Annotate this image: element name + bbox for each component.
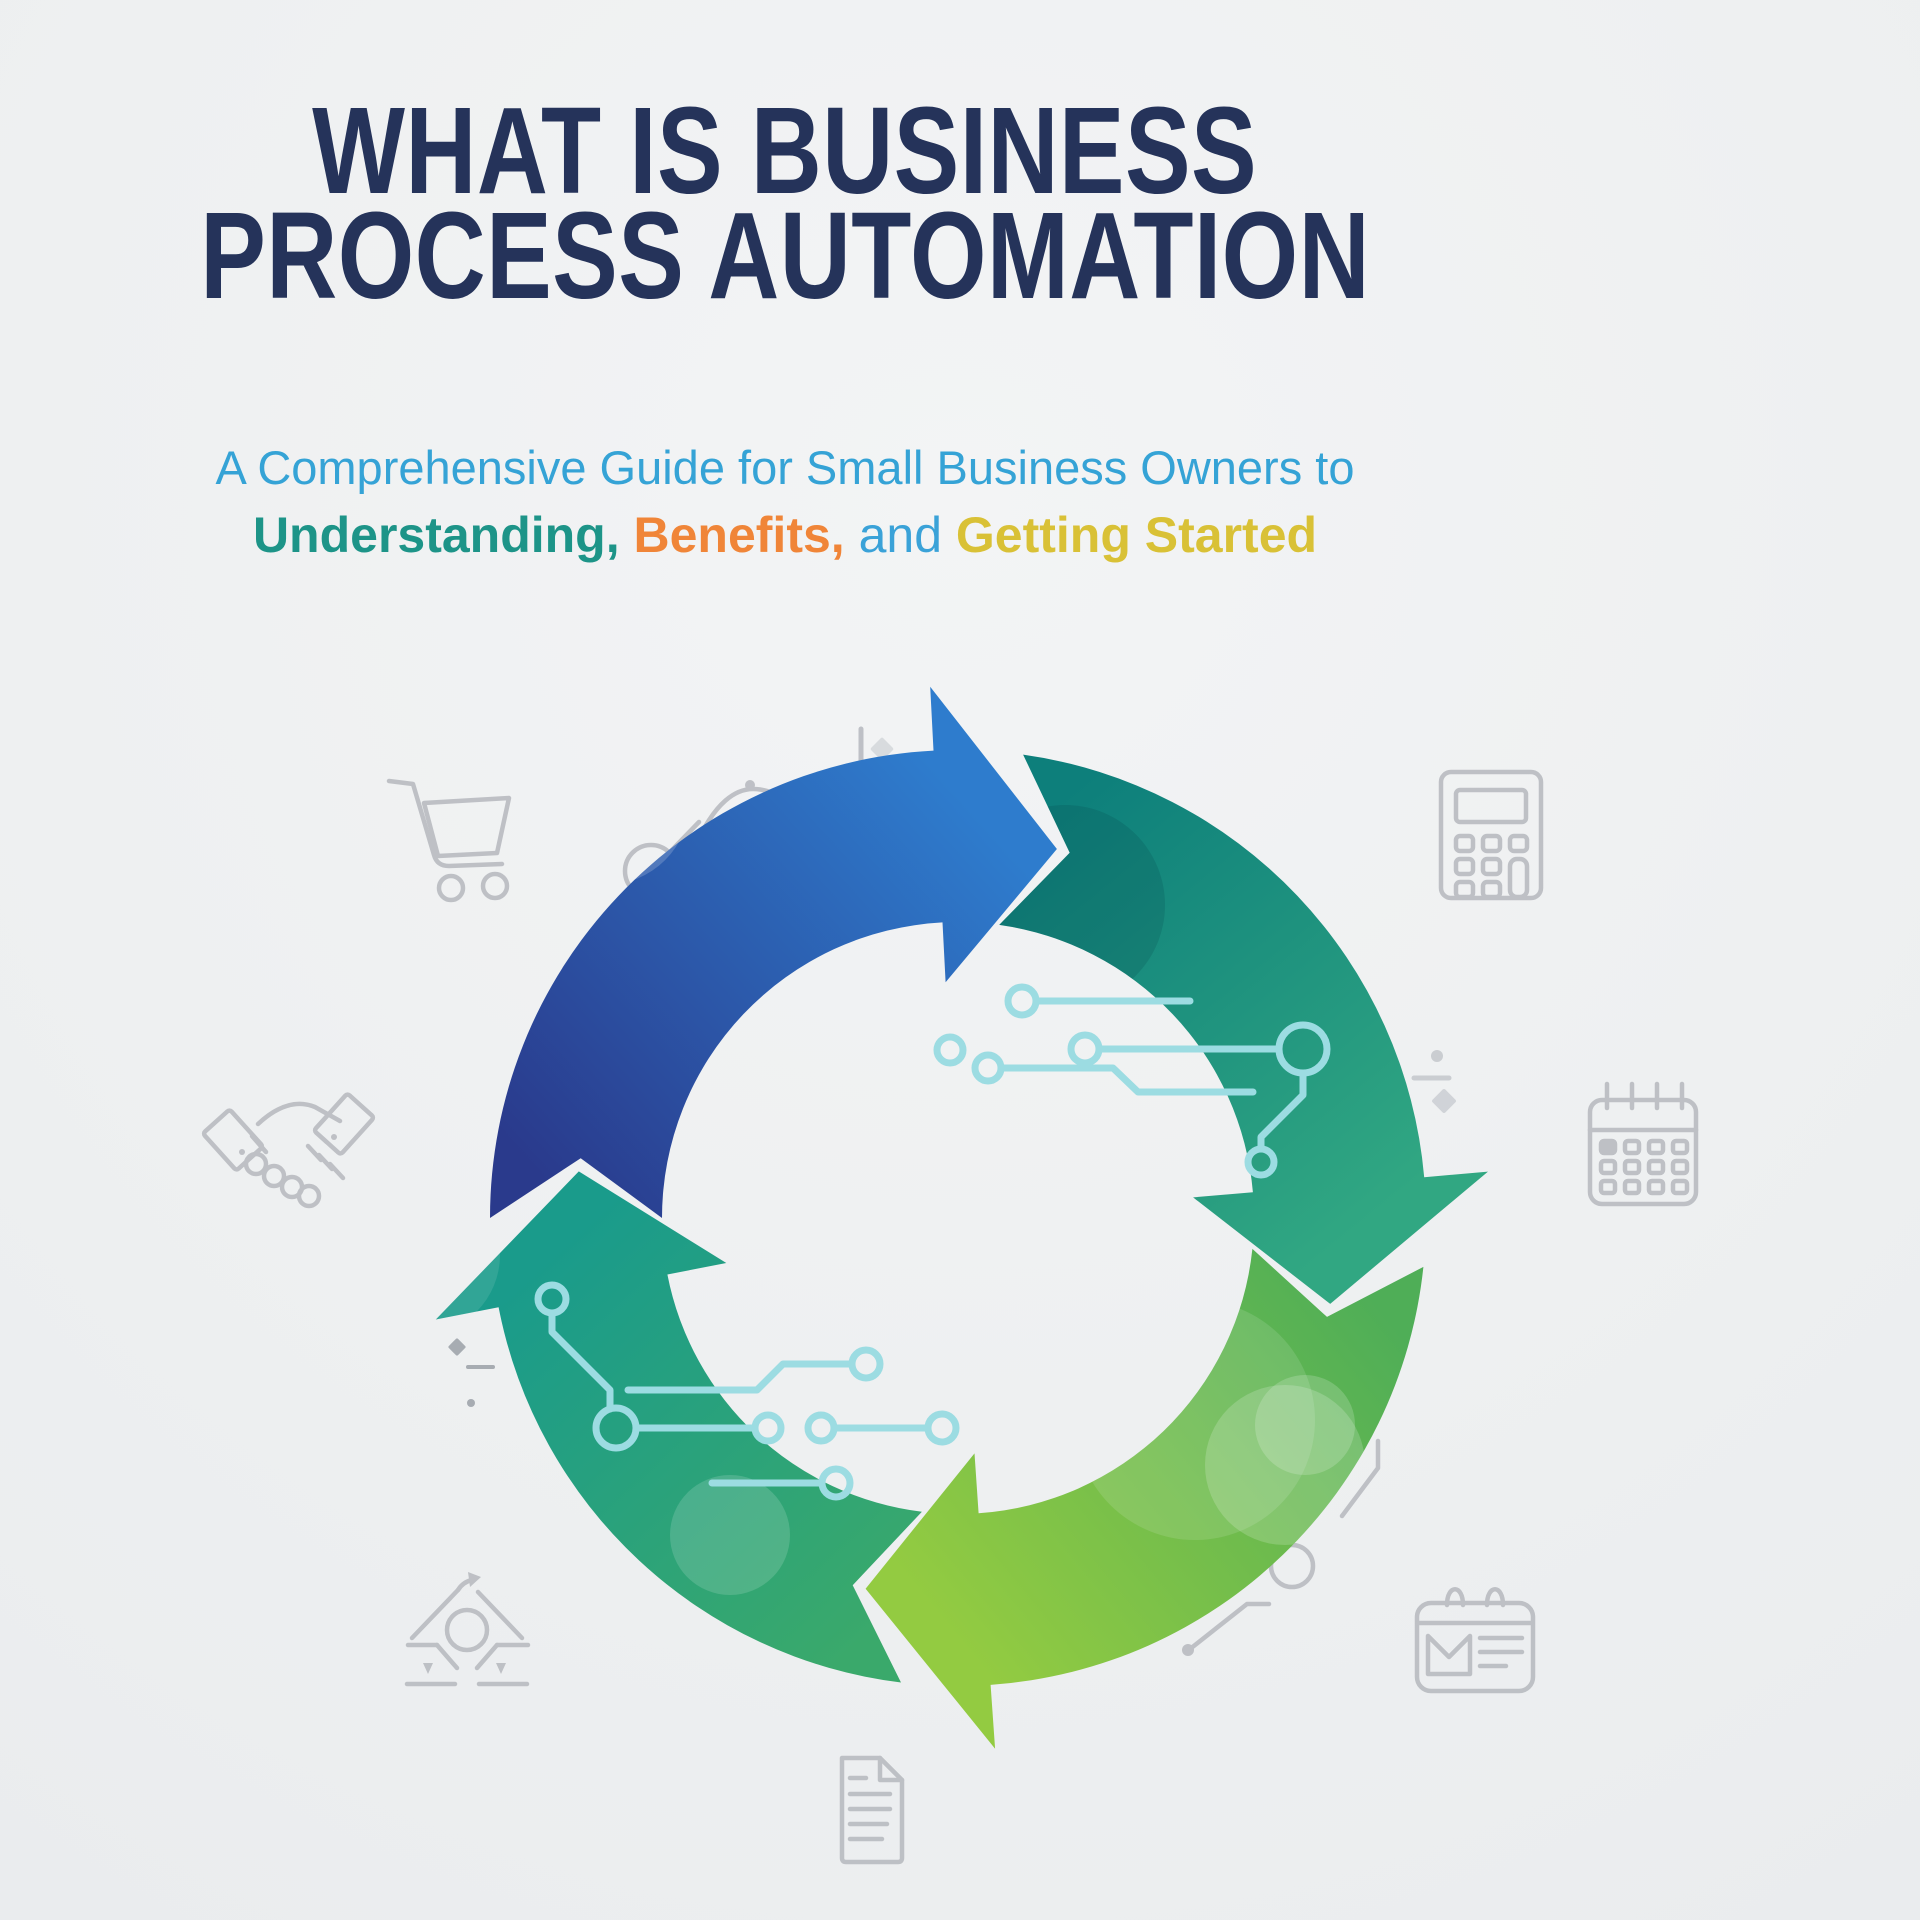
circuit-node bbox=[818, 1465, 854, 1501]
circuit-node bbox=[1244, 1145, 1278, 1179]
bottom-lime-arrow bbox=[865, 1248, 1424, 1749]
circuit-node bbox=[933, 1033, 967, 1067]
circuit-node bbox=[804, 1411, 838, 1445]
subtitle-segment: Understanding, bbox=[252, 507, 620, 563]
circuit-traces bbox=[534, 983, 1331, 1501]
calendar-icon bbox=[1587, 1081, 1699, 1207]
mail-note-icon bbox=[1414, 1587, 1536, 1694]
page-title-line1: WHAT IS BUSINESS bbox=[312, 83, 1258, 220]
document-icon bbox=[839, 1755, 905, 1865]
shopping-cart-icon bbox=[386, 778, 512, 903]
automation-diamond-icon bbox=[404, 1572, 531, 1687]
subtitle-line1: A Comprehensive Guide for Small Business… bbox=[215, 441, 1355, 494]
circuit-node bbox=[848, 1346, 884, 1382]
subtitle-line2: Understanding, Benefits, and Getting Sta… bbox=[0, 506, 1570, 564]
top-blue-arrow bbox=[489, 686, 1057, 1218]
subtitle-segment: Getting Started bbox=[942, 507, 1318, 563]
handshake-icon bbox=[201, 1092, 376, 1209]
circuit-node bbox=[1067, 1031, 1103, 1067]
page-title-line2: PROCESS AUTOMATION bbox=[200, 187, 1370, 325]
calculator-icon bbox=[1438, 769, 1544, 901]
circuit-node bbox=[1004, 983, 1040, 1019]
circuit-node bbox=[751, 1411, 785, 1445]
cycle-arrows bbox=[435, 686, 1488, 1749]
divide-accent-icon bbox=[1411, 1050, 1456, 1113]
page-title: WHAT IS BUSINESS PROCESS AUTOMATION bbox=[0, 83, 1570, 325]
subtitle-segment: Benefits, bbox=[619, 507, 845, 563]
right-teal-arrow bbox=[999, 754, 1488, 1304]
subtitle-segment: and bbox=[844, 507, 943, 563]
circuit-node bbox=[924, 1410, 960, 1446]
diamond-dot-accent-icon bbox=[448, 1338, 495, 1407]
circuit-node bbox=[971, 1051, 1005, 1085]
